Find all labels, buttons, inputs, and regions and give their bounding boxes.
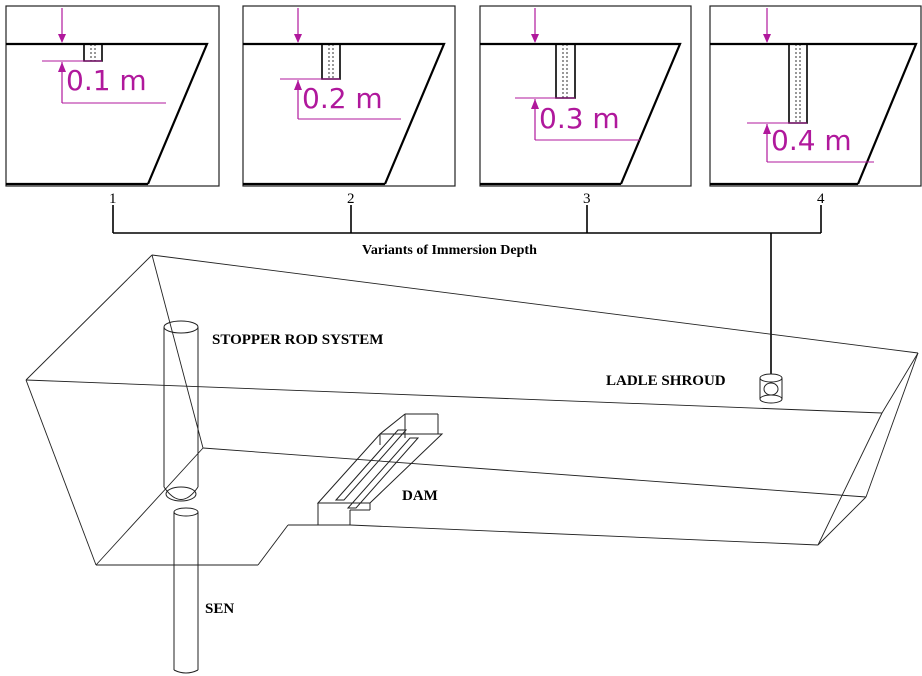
panel-4: 0.4 m	[709, 5, 922, 187]
panel-4-depth-label: 0.4 m	[771, 124, 852, 157]
panel-3: 0.3 m	[479, 5, 692, 187]
panel-4-tundish-section	[710, 42, 918, 186]
sen-nozzle	[173, 507, 199, 674]
panel-2-tundish-section	[243, 42, 446, 186]
dam	[316, 413, 444, 526]
variant-number-3: 3	[583, 191, 591, 207]
sen-label: SEN	[205, 601, 234, 617]
stopper-rod	[163, 320, 199, 502]
panel-3-tundish-section	[480, 42, 682, 186]
panel-1-tundish-section	[6, 42, 209, 186]
dam-label: DAM	[402, 488, 438, 504]
panel-2-depth-label: 0.2 m	[302, 82, 383, 115]
panel-1-depth-label: 0.1 m	[66, 64, 147, 97]
variant-number-1: 1	[109, 191, 117, 207]
panel-1-dimension	[42, 8, 166, 104]
panel-2-dimension	[280, 8, 401, 120]
stopper-rod-label: STOPPER ROD SYSTEM	[212, 332, 383, 348]
variant-number-4: 4	[817, 191, 825, 207]
ladle-shroud	[759, 373, 783, 404]
panel-3-depth-label: 0.3 m	[539, 102, 620, 135]
bracket-label: Variants of Immersion Depth	[362, 243, 537, 258]
ladle-shroud-label: LADLE SHROUD	[606, 373, 726, 389]
panel-3-dimension	[515, 8, 640, 141]
tundish-outline	[25, 254, 919, 566]
panel-1: 0.1 m	[5, 5, 220, 187]
panel-2: 0.2 m	[242, 5, 456, 187]
variant-number-2: 2	[347, 191, 355, 207]
variants-bracket	[112, 205, 822, 374]
panel-4-dimension	[747, 8, 874, 163]
